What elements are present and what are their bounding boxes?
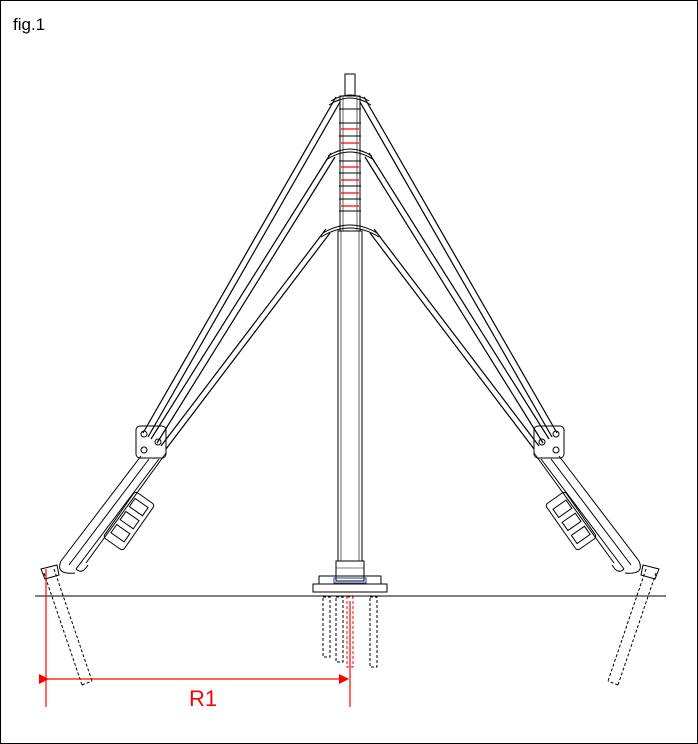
base-stake-red <box>346 596 354 668</box>
left-tensioner <box>59 425 167 574</box>
r1-dimension <box>39 569 351 707</box>
left-stake-head <box>40 564 60 580</box>
right-tensioner <box>533 425 641 574</box>
r1-label: R1 <box>189 686 217 711</box>
base-ground-stakes <box>322 596 378 668</box>
right-ground-stake <box>607 568 657 686</box>
figure-label: fig.1 <box>13 15 46 34</box>
left-ground-stake <box>43 568 93 686</box>
left-ratchet <box>103 491 155 551</box>
right-ratchet <box>545 491 597 551</box>
mast-base-plate <box>312 575 388 593</box>
guy-ropes-left <box>142 96 341 450</box>
mast <box>335 73 365 582</box>
guy-ropes-right <box>359 96 558 450</box>
right-stake-head <box>640 564 660 580</box>
mast-section-bands <box>339 108 361 212</box>
mast-red-marks <box>341 128 359 207</box>
